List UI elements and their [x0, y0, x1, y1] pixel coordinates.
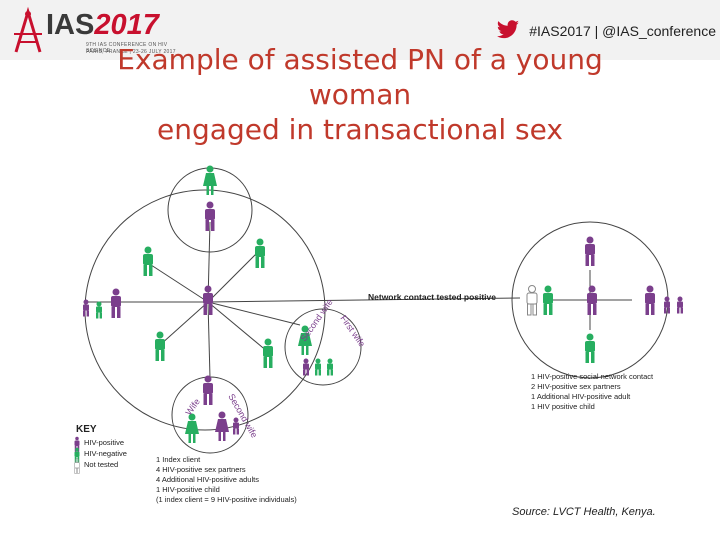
- partner-label-4: Second wife: [226, 392, 259, 439]
- key-untested-icon: [74, 458, 80, 474]
- figure-partner-bottom-1: [185, 413, 199, 443]
- figure-child-2: [96, 301, 102, 319]
- figure-partner-bottom-2: [215, 411, 229, 441]
- slide-title: Example of assisted PN of a young woman …: [60, 42, 660, 147]
- key-negative: HIV-negative: [84, 449, 127, 458]
- contact-figure-top: [585, 236, 595, 266]
- logo-year-text: 2017: [94, 9, 159, 41]
- contact-figure-right: [645, 285, 655, 315]
- contact-figure-child-2: [677, 296, 683, 314]
- contact-figure-negative: [543, 285, 553, 315]
- contact-summary-3: 1 Additional HIV-positive adult: [531, 392, 631, 401]
- logo-subtitle-1: 9TH IAS CONFERENCE ON HIV SCIENCE: [86, 42, 168, 54]
- key-positive: HIV-positive: [84, 438, 124, 447]
- figure-negative-4: [263, 338, 273, 368]
- key-summary-5: (1 index client = 9 HIV-positive individ…: [156, 495, 297, 504]
- key-untested: Not tested: [84, 460, 118, 469]
- diagram-key: KEY HIV-positive HIV-negative Not tested…: [74, 424, 297, 504]
- title-line-3: engaged in transactional sex: [157, 113, 563, 146]
- title-line-2: woman: [308, 78, 412, 111]
- contact-summary-2: 2 HIV-positive sex partners: [531, 382, 621, 391]
- partner-circle-right: [284, 308, 362, 386]
- partner-label-1: Second wife: [298, 297, 334, 343]
- title-line-1: Example of assisted PN of a young: [117, 43, 603, 76]
- conference-logo: IAS2017 9TH IAS CONFERENCE ON HIV SCIENC…: [8, 4, 178, 58]
- figure-negative-3: [155, 331, 165, 361]
- key-summary-2: 4 HIV-positive sex partners: [156, 465, 246, 474]
- figure-positive-bottom: [203, 375, 213, 405]
- figure-child-3: [315, 358, 321, 376]
- contact-summary-4: 1 HIV positive child: [531, 402, 595, 411]
- twitter-bird-icon: [496, 20, 519, 39]
- figure-negative-1: [143, 246, 153, 276]
- contact-figure-bottom: [585, 333, 595, 363]
- logo-subtitle-2: PARIS, FRANCE | 23-26 JULY 2017: [86, 49, 176, 55]
- figure-positive-left: [111, 288, 121, 318]
- figure-child-1: [83, 299, 89, 317]
- figure-negative-2: [255, 238, 265, 268]
- partner-label-2: First wife: [338, 313, 367, 348]
- logo-wordmark: IAS2017: [46, 10, 159, 40]
- key-summary-4: 1 HIV-positive child: [156, 485, 220, 494]
- partner-label-3: Wife: [183, 397, 202, 417]
- contact-figure-center: [587, 285, 597, 315]
- logo-ias-text: IAS: [46, 9, 95, 41]
- figure-child-4: [327, 358, 333, 376]
- contact-summary: 1 HIV-positive social network contact 2 …: [531, 372, 654, 411]
- key-summary-3: 4 Additional HIV-positive adults: [156, 475, 259, 484]
- contact-figure-untested: [526, 285, 538, 316]
- key-title: KEY: [76, 424, 97, 435]
- key-summary-1: 1 Index client: [156, 455, 201, 464]
- figure-child-6: [233, 417, 239, 435]
- header-band: [0, 0, 720, 60]
- contact-summary-1: 1 HIV-positive social network contact: [531, 372, 654, 381]
- red-ribbon-icon: [14, 6, 42, 53]
- source-citation: Source: LVCT Health, Kenya.: [512, 506, 656, 518]
- figure-child-5: [303, 358, 309, 376]
- conference-hashtag: #IAS2017 | @IAS_conference: [529, 23, 716, 39]
- network-contact-label: Network contact tested positive: [368, 292, 496, 302]
